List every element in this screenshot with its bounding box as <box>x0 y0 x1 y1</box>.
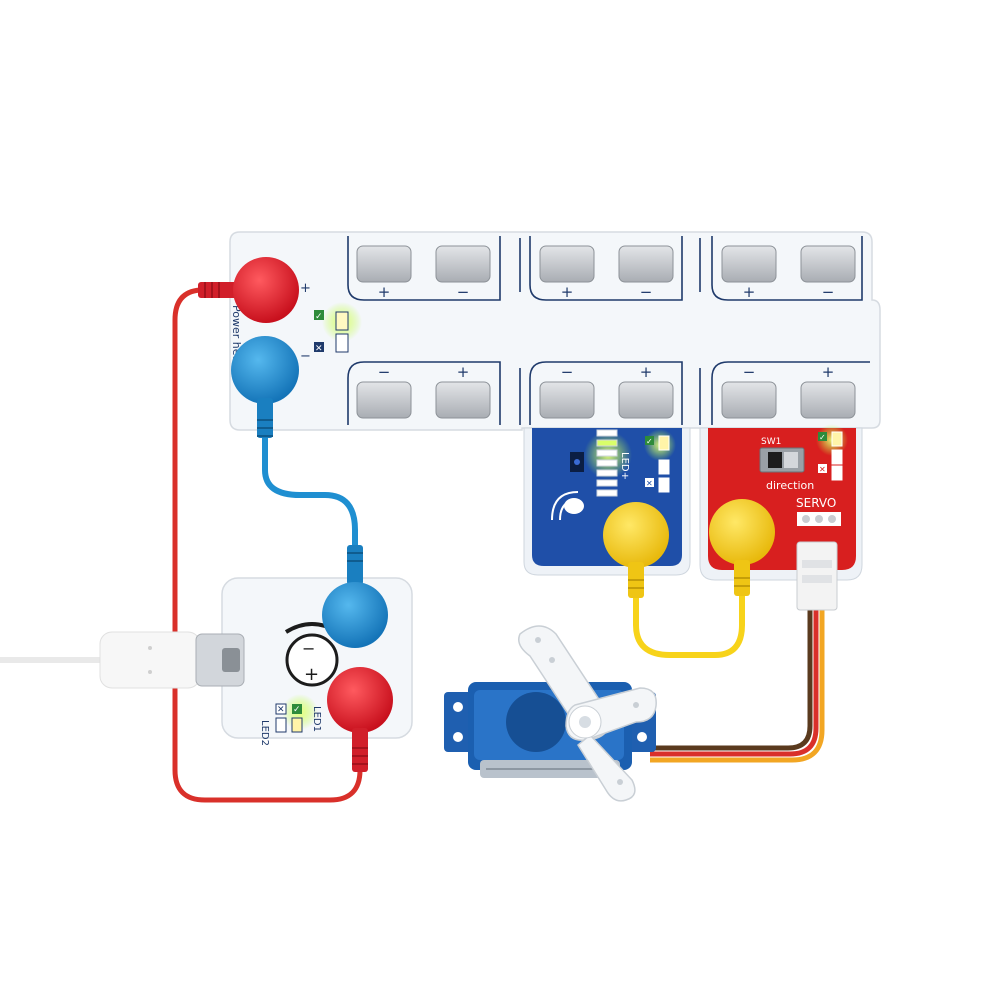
board-blue-connector[interactable] <box>231 336 299 438</box>
servo-cable-brown <box>650 610 813 751</box>
svg-text:✓: ✓ <box>819 433 826 442</box>
svg-text:✕: ✕ <box>819 465 826 474</box>
red-wire <box>172 287 363 803</box>
pad[interactable] <box>721 381 777 419</box>
pad-row-bottom <box>356 381 856 419</box>
pad-sign: − <box>822 283 835 301</box>
pad[interactable] <box>618 245 674 283</box>
minus-sign: − <box>300 349 311 364</box>
direction-label: direction <box>766 479 814 492</box>
servo-header-pins <box>797 512 841 526</box>
pad-sign: − <box>640 283 653 301</box>
yellow-wire <box>633 577 745 658</box>
pad[interactable] <box>800 381 856 419</box>
pad[interactable] <box>618 381 674 419</box>
blue-wire <box>262 417 358 578</box>
face-icon: − + <box>284 622 340 687</box>
sensor-module[interactable]: LED+ ✓ ✕ <box>523 427 691 576</box>
servo-status-indicator: ✓ ✕ <box>816 424 848 481</box>
power-red-connector[interactable] <box>327 667 393 772</box>
pad[interactable] <box>721 245 777 283</box>
minus-sign: − <box>302 639 315 658</box>
pad[interactable] <box>539 381 595 419</box>
svg-text:✓: ✓ <box>646 437 653 446</box>
pad-sign: − <box>743 363 756 381</box>
svg-text:✕: ✕ <box>646 479 653 488</box>
servo-label: SERVO <box>796 496 836 510</box>
slide-switch-icon[interactable] <box>759 447 805 473</box>
pad[interactable] <box>435 245 491 283</box>
led-bar <box>584 429 632 497</box>
plus-sign: + <box>304 664 319 685</box>
pad-sign: + <box>640 363 653 381</box>
pad-sign: − <box>378 363 391 381</box>
pad[interactable] <box>356 245 412 283</box>
svg-text:✓: ✓ <box>293 705 301 715</box>
servo-cable-orange <box>650 610 825 763</box>
power-led-indicators: LED2 LED1 ✕ ✓ <box>259 694 322 746</box>
servo-horn[interactable] <box>518 625 657 802</box>
pad[interactable] <box>800 245 856 283</box>
board-status-indicator: ✓ ✕ + − <box>300 281 362 364</box>
pad-sign: + <box>561 283 574 301</box>
pad-sign: + <box>457 363 470 381</box>
pad-signs-top: + − + − + − <box>378 283 835 301</box>
pad[interactable] <box>435 381 491 419</box>
pad-sign: − <box>457 283 470 301</box>
sensor-yellow-connector[interactable] <box>603 502 669 598</box>
board-red-connector[interactable] <box>198 257 299 323</box>
sensor-status-indicator: ✓ ✕ <box>644 429 676 493</box>
power-blue-connector[interactable] <box>322 545 388 648</box>
pad-sign: − <box>561 363 574 381</box>
pad-sign: + <box>743 283 756 301</box>
led1-label: LED1 <box>311 706 322 732</box>
plus-sign: + <box>300 281 311 296</box>
servo-plug[interactable] <box>796 541 838 611</box>
pad-signs-bottom: − + − + − + <box>378 363 835 381</box>
usb-cable <box>0 631 201 689</box>
servo-cable-red <box>650 610 819 757</box>
pad-sign: + <box>378 283 391 301</box>
svg-text:✕: ✕ <box>277 705 285 715</box>
pad[interactable] <box>539 245 595 283</box>
pad[interactable] <box>356 381 412 419</box>
servo-yellow-connector[interactable] <box>709 499 775 596</box>
pad-sign: + <box>822 363 835 381</box>
usb-c-plug-icon[interactable] <box>195 633 245 687</box>
switch-label: SW1 <box>761 437 781 447</box>
pad-row-top <box>356 245 856 283</box>
sensor-label: LED+ <box>619 452 630 480</box>
signal-sensor-icon <box>551 491 584 521</box>
check-mark: ✓ <box>315 312 323 322</box>
cross-mark: ✕ <box>315 344 323 354</box>
led2-label: LED2 <box>259 720 270 746</box>
